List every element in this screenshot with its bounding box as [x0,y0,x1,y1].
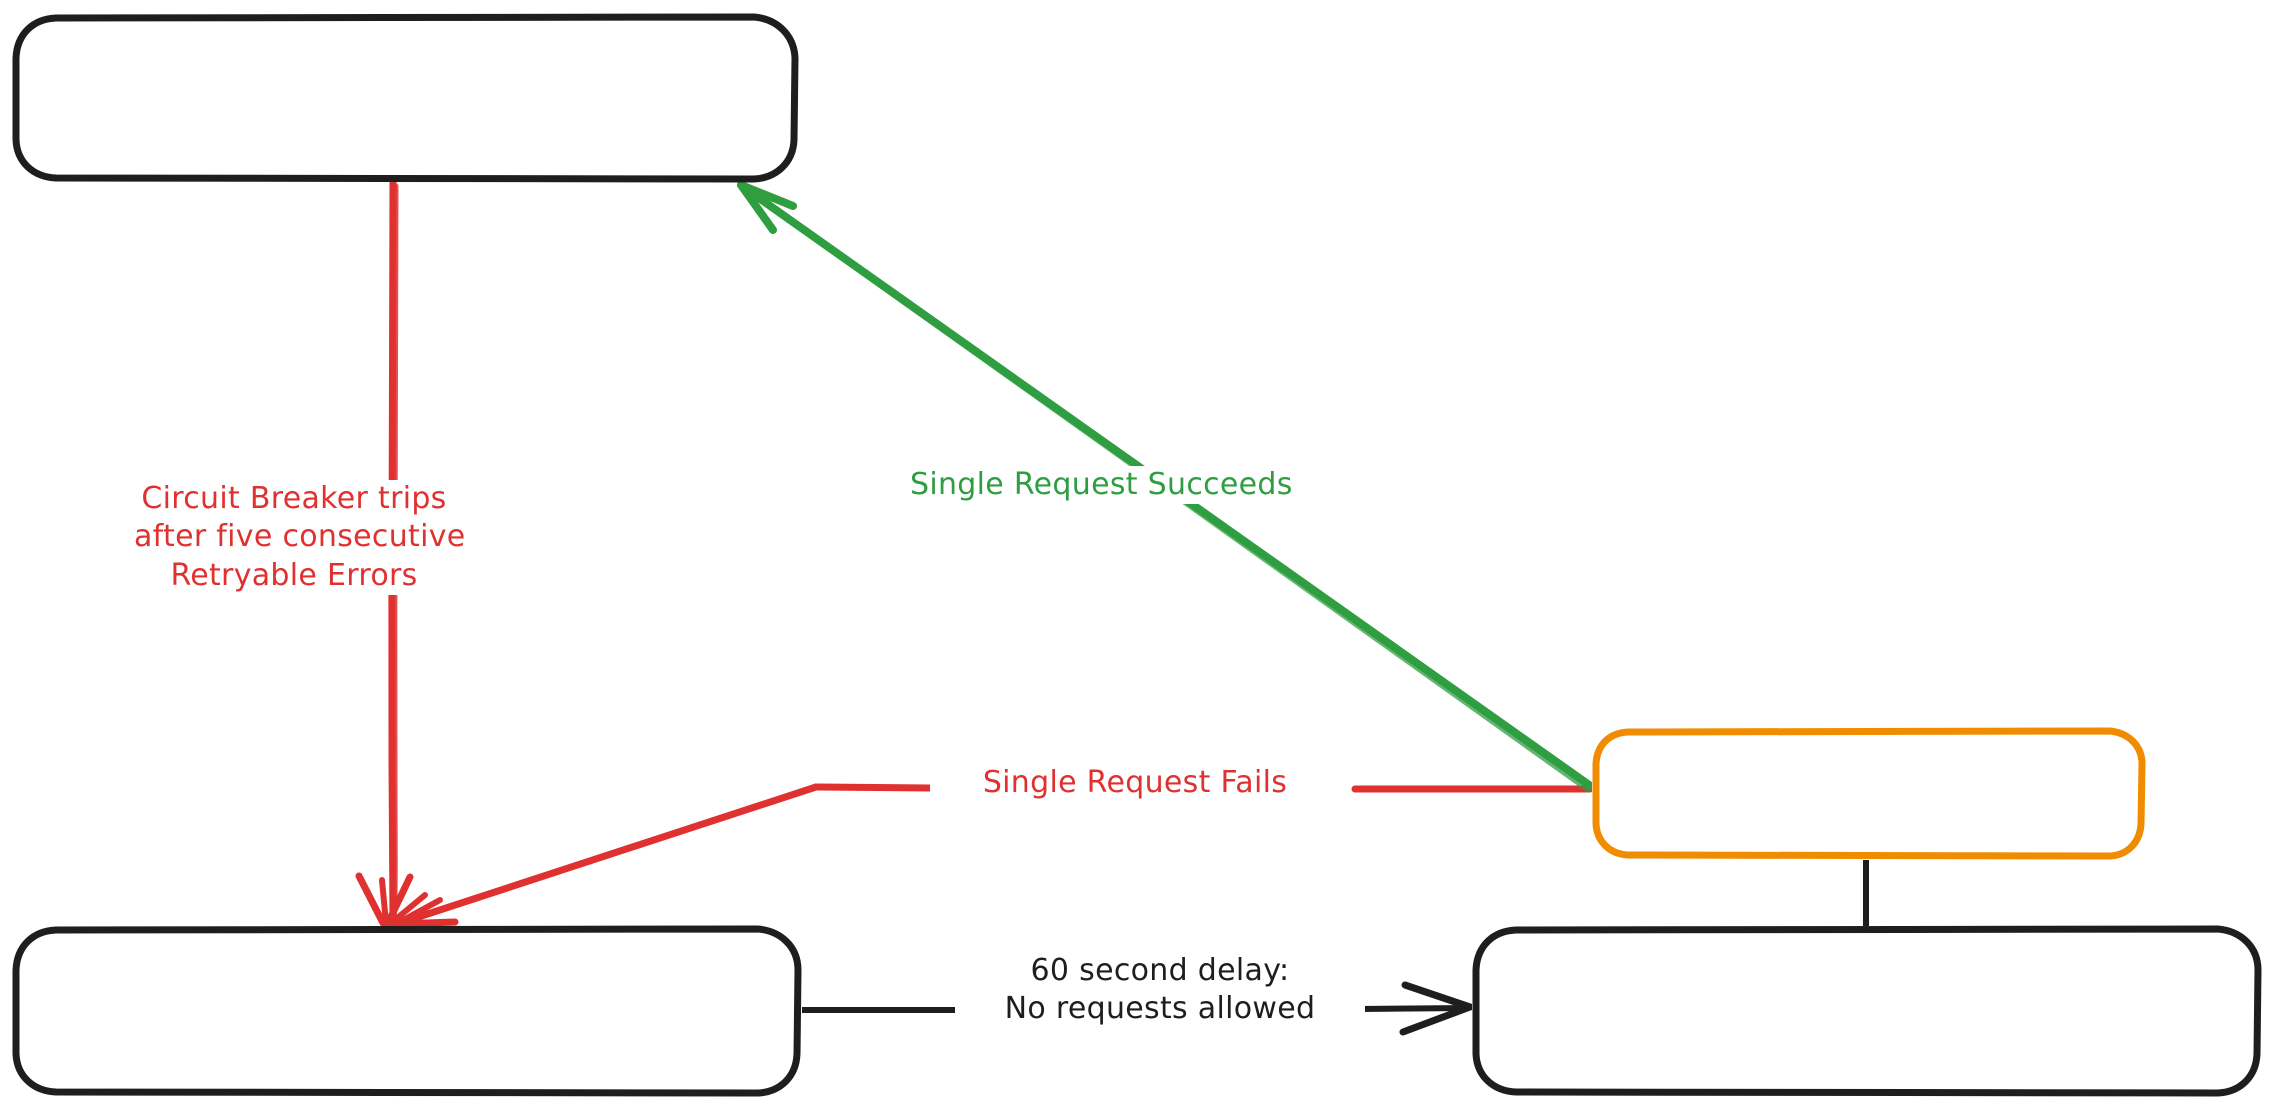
node-circuit-breaker-half-open[interactable]: Circuit Breaker Half-Open [1472,925,2262,1097]
node-allows-single-request[interactable]: Allows Single Request [1592,727,2146,860]
edge-label-trips: Circuit Breaker trips after five consecu… [134,480,465,596]
node-circuit-breaker-closed[interactable]: Circuit Breaker Closed [12,13,799,183]
edge-label-succeeds: Single Request Succeeds [910,466,1292,505]
node-border-closed [12,13,799,183]
node-circuit-breaker-open[interactable]: Circuit Breaker Open [12,925,802,1097]
node-border-half-open [1472,925,2262,1097]
node-border-open [12,925,802,1097]
edge-label-delay: 60 second delay: No requests allowed [955,952,1365,1029]
edge-fails [390,783,1594,929]
edge-label-fails: Single Request Fails [930,764,1340,803]
node-border-allows [1592,727,2146,860]
